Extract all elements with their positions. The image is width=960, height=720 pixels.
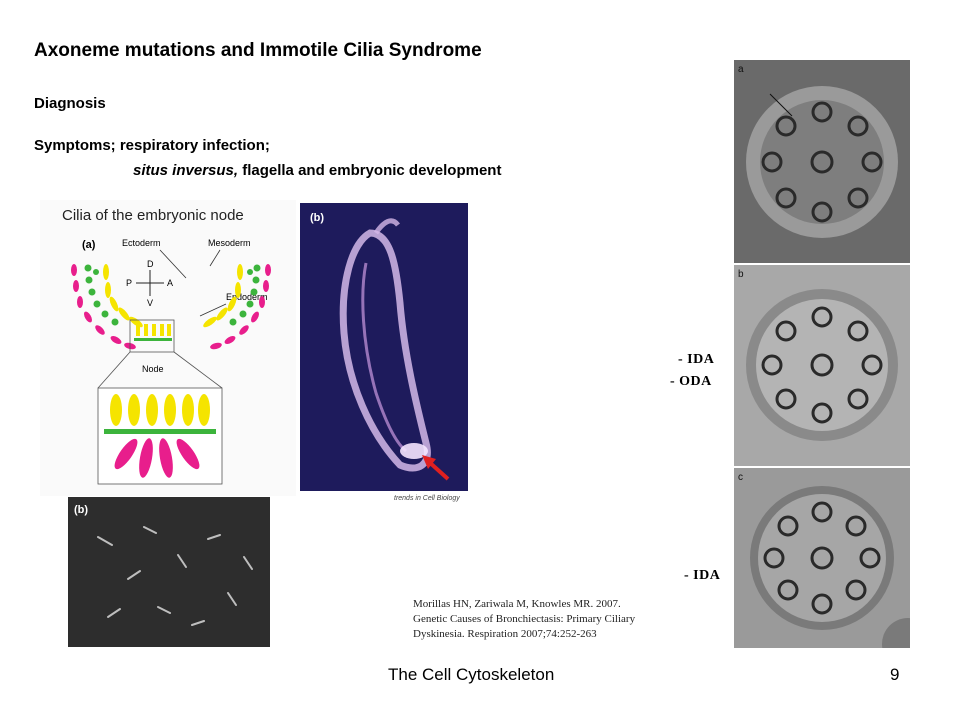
embryo-fluorescence-image: (b) trends in Cell Biology [300, 203, 468, 503]
citation-line-1: Morillas HN, Zariwala M, Knowles MR. 200… [413, 598, 621, 610]
ida-marker-b: - IDA [678, 352, 715, 367]
ectoderm-cells [103, 264, 243, 328]
situs-rest-text: flagella and embryonic development [238, 162, 502, 179]
situs-inversus-text: situs inversus, [133, 162, 239, 179]
symptoms-line: Symptoms; respiratory infection; [34, 137, 270, 154]
em-a-label: a [738, 64, 744, 75]
em-c-label: c [738, 472, 743, 483]
citation: Morillas HN, Zariwala M, Knowles MR. 200… [413, 597, 635, 642]
axoneme-em-b: b [734, 265, 910, 466]
slide-title: Axoneme mutations and Immotile Cilia Syn… [34, 40, 482, 61]
endoderm-label: Endoderm [226, 292, 268, 302]
axis-v-label: V [147, 298, 153, 308]
oda-marker-b: - ODA [670, 374, 712, 389]
embryonic-node-diagram: Cilia of the embryonic node (a) Ectoderm… [40, 200, 296, 496]
enlarged-mesoderm-cells [114, 438, 200, 478]
axoneme-em-c: c [734, 468, 934, 670]
citation-line-2: Genetic Causes of Bronchiectasis: Primar… [413, 613, 636, 625]
em-b-label: b [738, 269, 744, 280]
node-diagram-heading: Cilia of the embryonic node [62, 207, 244, 224]
page-number: 9 [890, 665, 900, 684]
ectoderm-label: Ectoderm [122, 238, 161, 248]
node-label: Node [142, 364, 164, 374]
footer-title: The Cell Cytoskeleton [388, 665, 555, 684]
mesoderm-label: Mesoderm [208, 238, 251, 248]
ida-marker-c: - IDA [684, 568, 721, 583]
mesoderm-cells [71, 264, 271, 350]
embryo-source: trends in Cell Biology [394, 495, 460, 502]
situs-line: situs inversus, flagella and embryonic d… [133, 162, 501, 179]
axis-p-label: P [126, 278, 132, 288]
axis-a-label: A [167, 278, 173, 288]
red-arrow [422, 455, 450, 481]
embryo-panel-label: (b) [310, 212, 324, 224]
citation-line-3: Dyskinesia. Respiration 2007;74:252-263 [413, 628, 597, 640]
em-panel-label: (b) [74, 504, 88, 516]
panel-a-label: (a) [82, 239, 96, 251]
node-cilia-em-image: (b) [68, 497, 270, 647]
slide-subtitle: Diagnosis [34, 95, 106, 112]
endoderm-cells [84, 264, 261, 326]
axis-d-label: D [147, 259, 154, 269]
axoneme-em-a: a [734, 60, 910, 263]
enlarged-ectoderm-cells [110, 394, 210, 426]
